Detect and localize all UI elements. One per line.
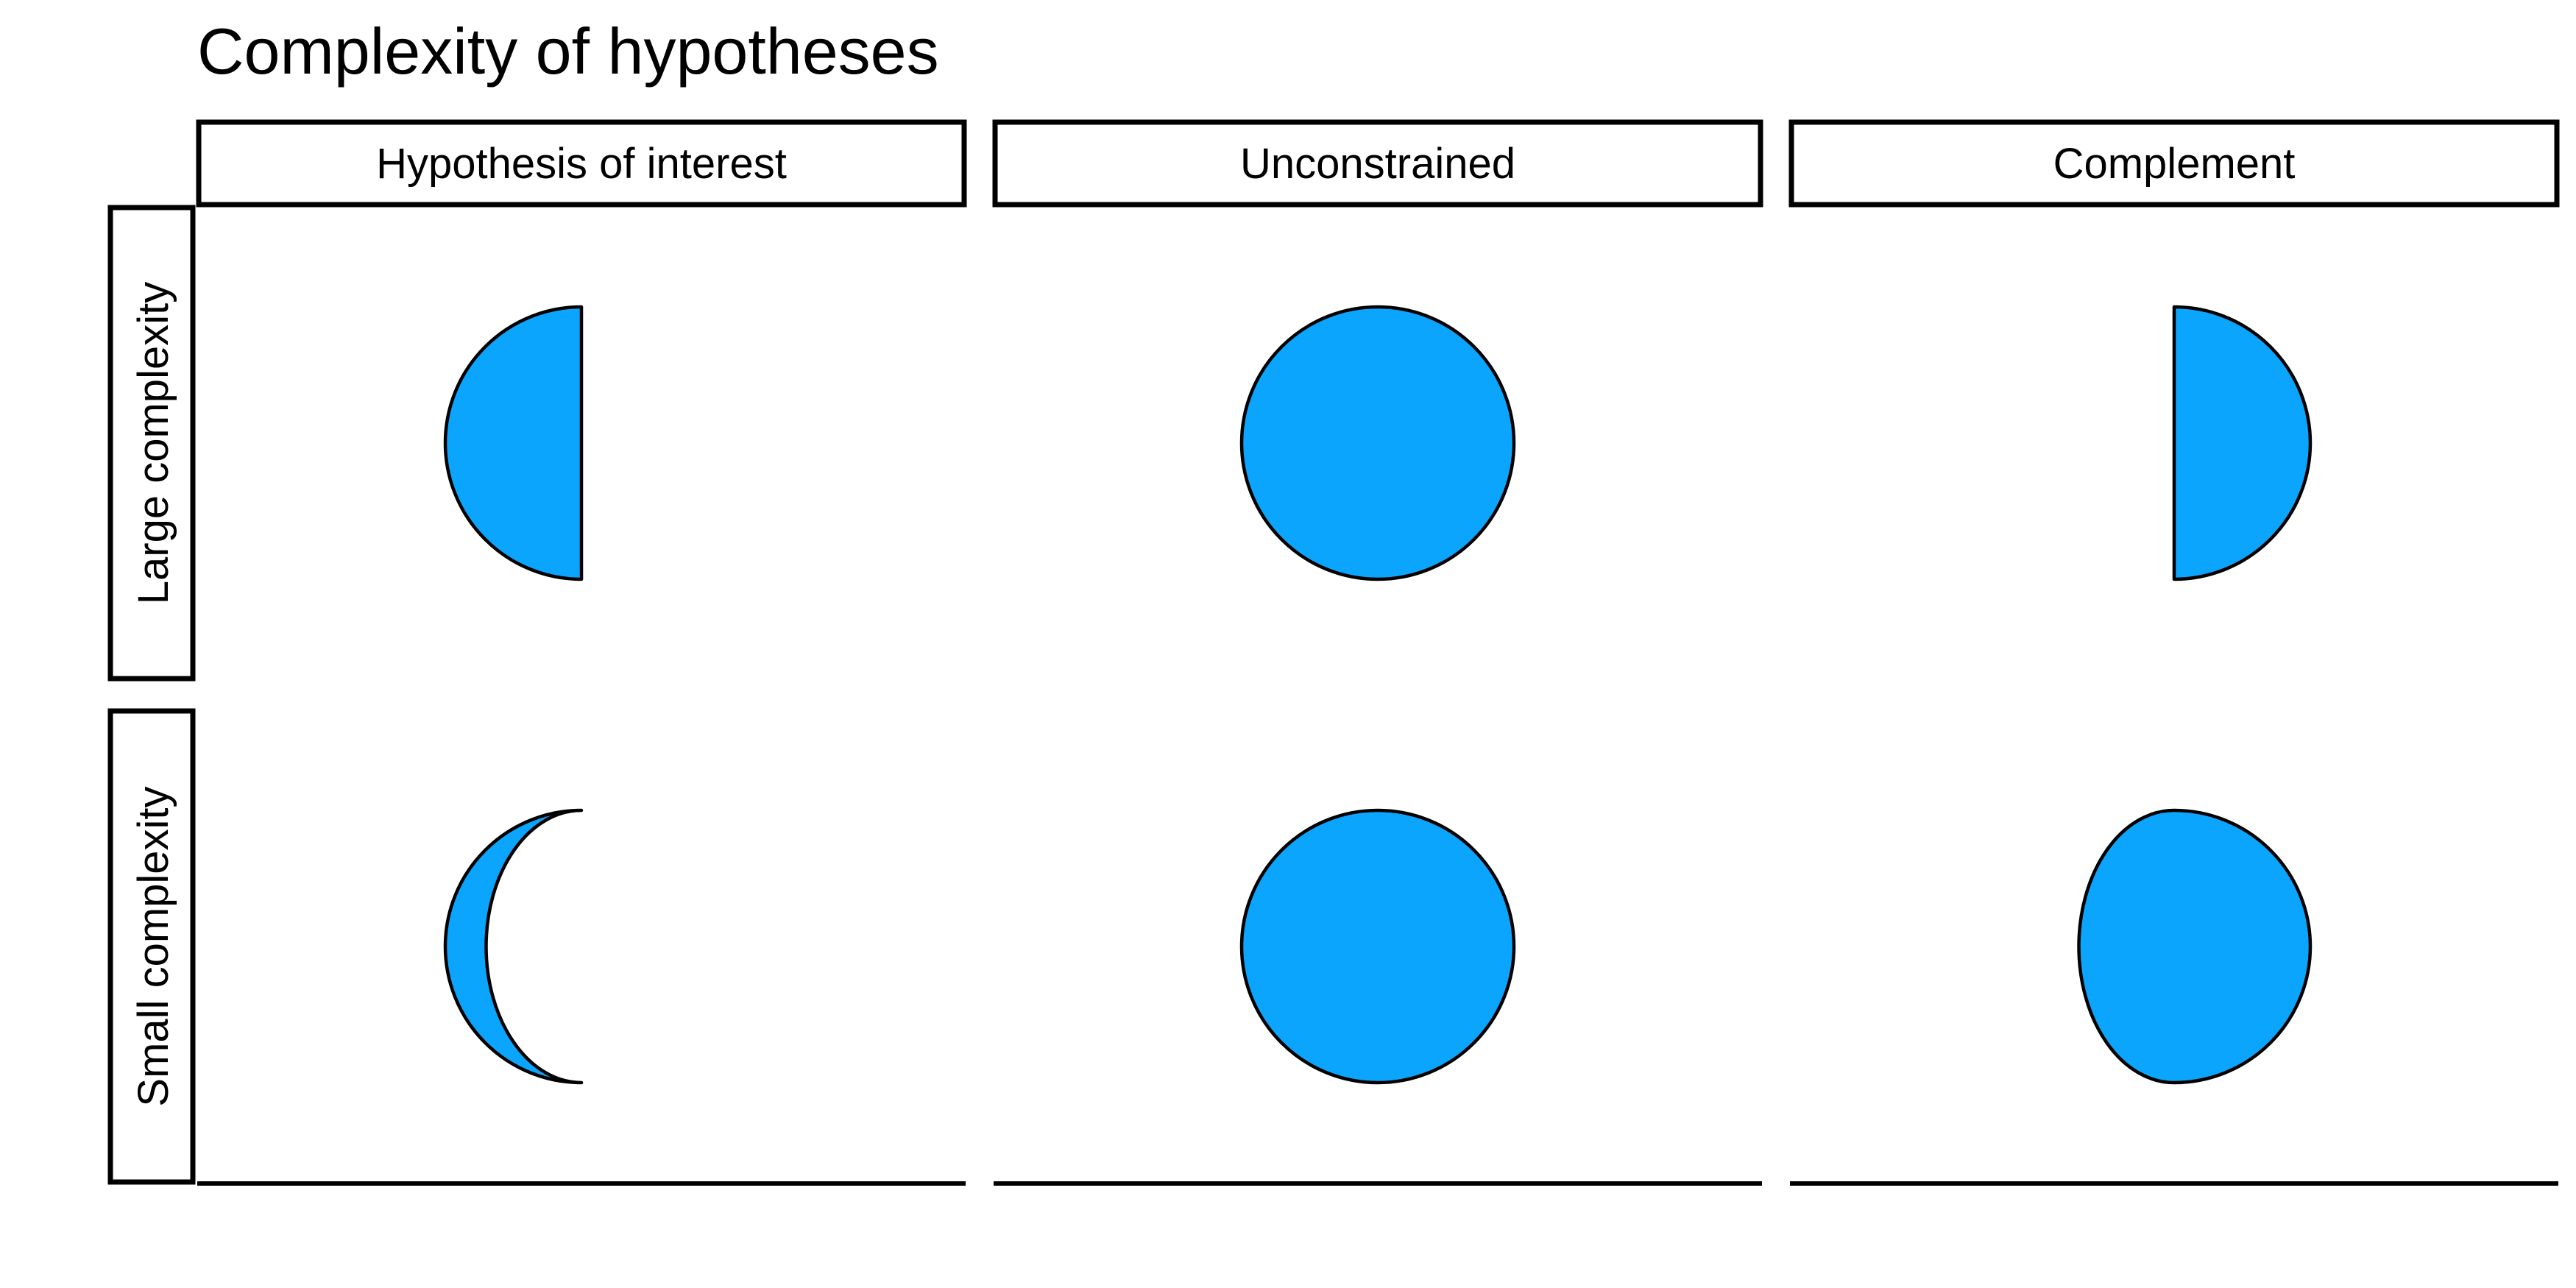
panel-large-complement bbox=[2172, 305, 2313, 581]
row-strip-box bbox=[107, 708, 196, 1185]
panel-large-hypothesis-of-interest bbox=[443, 305, 584, 581]
column-label-hypothesis-of-interest: Hypothesis of interest bbox=[376, 140, 787, 188]
panel-small-unconstrained bbox=[1239, 808, 1516, 1085]
column-strip-box bbox=[1788, 119, 2560, 208]
panel-small-hypothesis-of-interest bbox=[443, 808, 584, 1085]
diagram-title: Complexity of hypotheses bbox=[197, 15, 939, 88]
column-strip-complement: Complement bbox=[1788, 119, 2560, 208]
row-strip-box bbox=[107, 205, 196, 682]
column-strip-box bbox=[992, 119, 1763, 208]
panel-large-unconstrained bbox=[1239, 305, 1516, 581]
right-half-circle-icon bbox=[2172, 305, 2313, 581]
circle-icon bbox=[1239, 808, 1516, 1085]
column-strip-box bbox=[196, 119, 967, 208]
row-label-large-complexity: Large complexity bbox=[130, 282, 177, 604]
column-strip-unconstrained: Unconstrained bbox=[992, 119, 1763, 208]
row-strip-large-complexity: Large complexity bbox=[107, 205, 196, 682]
row-label-small-complexity: Small complexity bbox=[130, 786, 177, 1106]
panel-small-complement bbox=[2077, 808, 2313, 1085]
left-half-circle-icon bbox=[443, 305, 584, 581]
column-strip-hypothesis-of-interest: Hypothesis of interest bbox=[196, 119, 967, 208]
circle-icon bbox=[1239, 305, 1516, 581]
column-label-complement: Complement bbox=[2053, 140, 2296, 188]
column-label-unconstrained: Unconstrained bbox=[1240, 140, 1515, 188]
row-strip-small-complexity: Small complexity bbox=[107, 708, 196, 1185]
crescent-icon bbox=[443, 808, 584, 1085]
gibbous-circle-icon bbox=[2077, 808, 2313, 1085]
